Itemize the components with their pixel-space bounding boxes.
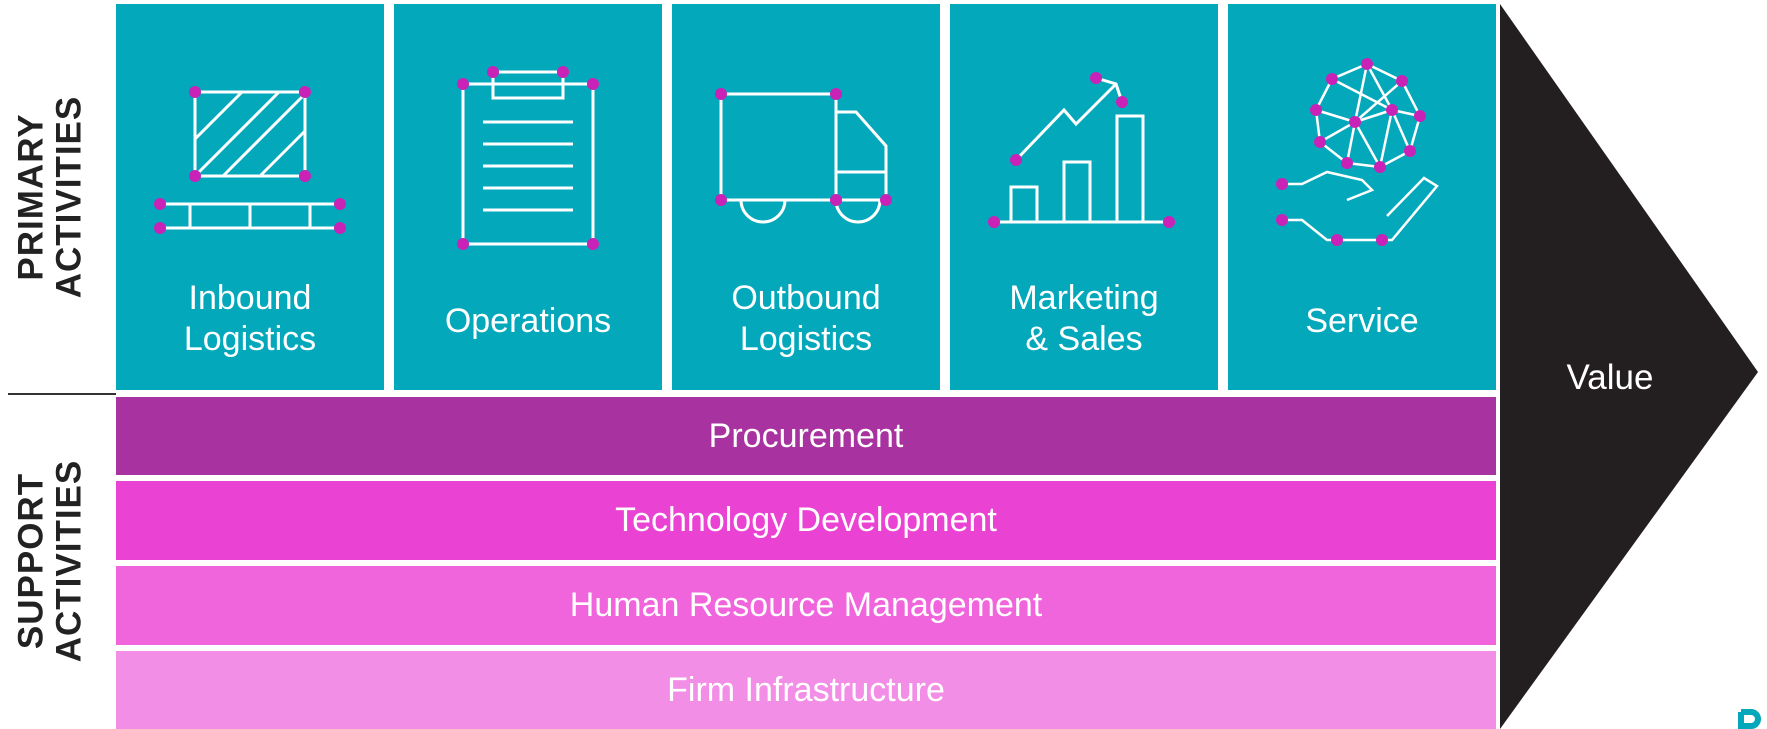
truck-icon [715, 88, 892, 224]
growth-chart-icon [988, 72, 1175, 228]
support-band-firm-infrastructure: Firm Infrastructure [116, 651, 1496, 729]
section-divider [8, 393, 116, 395]
corner-logo-mark [1738, 709, 1761, 729]
support-activity-label: Technology Development [615, 501, 997, 539]
support-band-human-resource-management: Human Resource Management [116, 566, 1496, 645]
primary-activity-label: Marketing & Sales [1009, 279, 1159, 358]
support-activity-label: Human Resource Management [569, 586, 1043, 624]
primary-activity-label: Outbound Logistics [731, 279, 881, 358]
primary-activity-label: Operations [444, 302, 612, 340]
primary-activity-service: Service [1228, 4, 1496, 390]
support-band-technology-development: Technology Development [116, 481, 1496, 560]
value-label: Value [1566, 358, 1654, 397]
primary-activity-outbound-logistics: Outbound Logistics [672, 4, 940, 390]
pallet-box-icon [154, 86, 346, 234]
primary-activity-inbound-logistics: Inbound Logistics [116, 4, 384, 390]
support-activity-label: Procurement [708, 416, 904, 455]
primary-activity-marketing-sales: Marketing & Sales [950, 4, 1218, 390]
support-band-procurement: Procurement [116, 397, 1496, 475]
support-activity-label: Firm Infrastructure [667, 670, 945, 709]
value-arrow [1500, 4, 1758, 729]
primary-activity-label: Inbound Logistics [183, 279, 317, 358]
clipboard-icon [457, 66, 599, 250]
primary-activity-label: Service [1305, 302, 1419, 340]
primary-activities-label: PRIMARY ACTIVITIES [11, 95, 88, 299]
support-activities-label: SUPPORT ACTIVITIES [11, 459, 88, 663]
primary-activity-operations: Operations [394, 4, 662, 390]
hand-network-icon [1276, 58, 1439, 246]
